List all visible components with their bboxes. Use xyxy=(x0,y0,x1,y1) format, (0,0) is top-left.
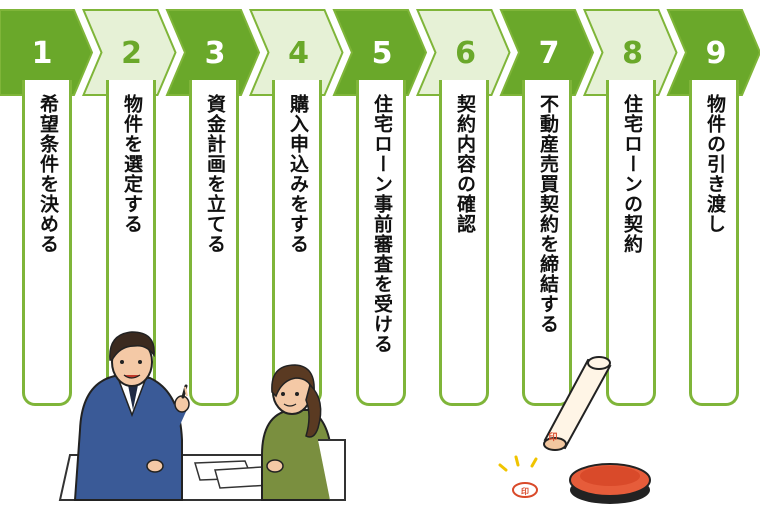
seal-stamp: 印 xyxy=(543,356,612,451)
step-chevron-5 xyxy=(332,9,428,96)
step-number-6: 6 xyxy=(455,36,476,71)
ink-pad xyxy=(569,463,651,504)
step-text-8: 住宅ローンの契約 xyxy=(621,94,643,254)
step-card-8: 住宅ローンの契約 xyxy=(606,80,656,406)
step-number-2: 2 xyxy=(121,36,142,71)
woman-figure xyxy=(261,364,346,501)
step-chevron-4 xyxy=(248,9,344,96)
step-number-3: 3 xyxy=(205,36,226,71)
step-card-9: 物件の引き渡し xyxy=(689,80,739,406)
step-chevron-8 xyxy=(582,9,678,96)
step-number-5: 5 xyxy=(372,36,393,71)
step-number-7: 7 xyxy=(539,36,560,71)
step-number-4: 4 xyxy=(288,36,309,71)
stamp-mark-on-seal: 印 xyxy=(548,431,557,443)
step-chevron-2 xyxy=(81,9,177,96)
step-number-9: 9 xyxy=(706,36,727,71)
stamp-impression-mark: 印 xyxy=(521,486,529,496)
step-text-3: 資金計画を立てる xyxy=(204,94,226,254)
step-card-3: 資金計画を立てる xyxy=(189,80,239,406)
step-text-5: 住宅ローン事前審査を受ける xyxy=(371,94,393,354)
step-text-1: 希望条件を決める xyxy=(37,94,59,254)
step-text-6: 契約内容の確認 xyxy=(454,94,476,234)
stamp-impression: 印 xyxy=(498,455,538,498)
step-card-6: 契約内容の確認 xyxy=(439,80,489,406)
step-card-7: 不動産売買契約を締結する xyxy=(522,80,572,406)
step-text-7: 不動産売買契約を締結する xyxy=(537,94,559,334)
step-chevron-3 xyxy=(165,9,261,96)
step-chevron-1 xyxy=(0,9,94,96)
step-card-1: 希望条件を決める xyxy=(22,80,72,406)
step-text-9: 物件の引き渡し xyxy=(704,94,726,234)
step-chevron-7 xyxy=(499,9,595,96)
step-card-5: 住宅ローン事前審査を受ける xyxy=(356,80,406,406)
step-text-2: 物件を選定する xyxy=(121,94,143,234)
step-text-4: 購入申込みをする xyxy=(287,94,309,254)
man-figure xyxy=(73,331,190,501)
step-number-1: 1 xyxy=(32,36,53,71)
step-chevron-9 xyxy=(666,9,760,96)
step-number-8: 8 xyxy=(622,36,643,71)
step-chevron-6 xyxy=(415,9,511,96)
step-card-4: 購入申込みをする xyxy=(272,80,322,406)
